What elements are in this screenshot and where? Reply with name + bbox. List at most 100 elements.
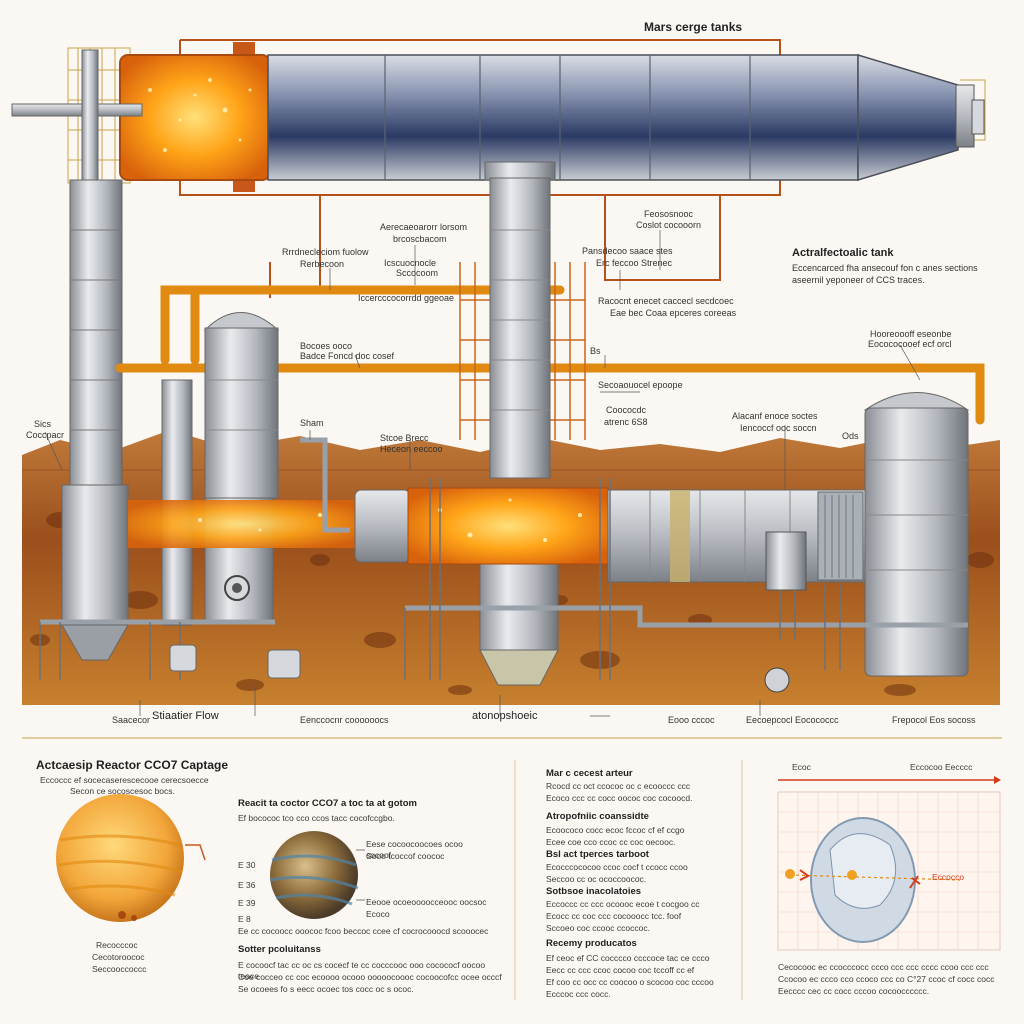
callout-2b: brcoscbacom	[393, 234, 447, 244]
small-1: E 30	[238, 860, 256, 870]
left-sub-text: Ef bocococ tco cco ccos tacc cocofccgbo.	[238, 813, 395, 823]
callout-5b: Coslot cocooorn	[636, 220, 702, 230]
bottom-label-flow: Stiaatier Flow	[152, 710, 219, 722]
main-storage-tank	[119, 53, 985, 182]
left-sub-heading: Reacit ta coctor CCO7 a toc ta at gotom	[238, 798, 417, 809]
planet-small	[269, 831, 365, 919]
bottom-label-atmo: atonopshoeic	[472, 710, 538, 722]
callout-11b: Iencoccf ooc soccn	[740, 423, 817, 433]
left-bottom-text-2: Coe cocceo cc coc ecoooo ocooo ooooocooo…	[238, 972, 502, 982]
mid-t5c: Ef coo cc occ cc coocoo o scocoo coc ccc…	[546, 977, 714, 987]
bottom-label-4: Eecoepcocl Eocococcc	[746, 715, 839, 725]
callout-9: Secoaouocel epoope	[598, 380, 683, 390]
callout-15b: Heceon eeccoo	[380, 444, 443, 454]
mid-t1b: Ecoco ccc cc cocc oococ coc cocoocd.	[546, 793, 693, 803]
mid-h3: Bsl act tperces tarboot	[546, 849, 649, 860]
callout-12: Hooreoooff eseonbe	[870, 329, 952, 339]
left-bottom-text-1: E cocoocf tac cc oc cs cocecf te cc cocc…	[238, 960, 486, 981]
reactor-pipe	[128, 487, 869, 591]
callout-8b: Badce Foncd doc cosef	[300, 351, 395, 361]
callout-1: Rrrdnecleciom fuolow	[282, 247, 369, 257]
planet-large	[56, 794, 206, 922]
central-column	[479, 161, 559, 686]
bottom-label-left: Saacecor	[112, 715, 151, 725]
callout-16: Ods	[842, 431, 859, 441]
planet2-text-4: Ecoco	[366, 909, 390, 919]
left-panel-line1: Eccoccc ef socecaserescecooe cerecsoecce	[40, 775, 209, 785]
right-foot-2: Ccocoo ec ccco cco ccoco ccc co C°27 cco…	[778, 974, 995, 984]
right-legend-2: Eccocoo Eecccc	[910, 762, 973, 772]
left-column	[61, 49, 129, 661]
callout-8: Bocoes ooco	[300, 341, 353, 351]
mid-t4b: Ecocc cc coc ccc cocooocc tcc. foof	[546, 911, 682, 921]
orange-pipes	[115, 285, 985, 425]
globe-chart	[777, 776, 1001, 951]
side-text-1: Eccencarced fha ansecouf fon c anes sect…	[792, 263, 978, 273]
mid-t4c: Sccoeo coc ccooc ccoccoc.	[546, 923, 650, 933]
leader-lines	[44, 230, 921, 717]
callout-11: Alacanf enoce soctes	[732, 411, 818, 421]
mid-t3a: Ecocccococoo ccoc cocf t ccocc ccoo	[546, 862, 688, 872]
small-parts	[169, 644, 790, 693]
callout-2: Aerecaeoarorr lorsom	[380, 222, 468, 232]
callout-5: Feososnooc	[644, 209, 694, 219]
support-legs	[39, 478, 841, 680]
mid-t2b: Ecee coe cco ccoc cc coc oecooc.	[546, 837, 676, 847]
bottom-label-5: Frepocol Eos socoss	[892, 715, 976, 725]
callout-7b: Eae bec Coaa epceres coreeas	[610, 308, 737, 318]
callout-17: Bs	[590, 346, 601, 356]
callout-10: Coococdc	[606, 405, 647, 415]
callout-7: Racocnt enecet caccecl secdcoec	[598, 296, 734, 306]
callout-3: Icscuocnocle	[384, 258, 437, 268]
planet1-label-3: Seccooccoccc	[92, 964, 147, 974]
right-legend-1: Ecoc	[792, 762, 811, 772]
right-foot-3: Eecccc cec cc cocc cccoo cocoocccccc.	[778, 986, 930, 996]
mid-h2: Atropofniic coanssidte	[546, 811, 649, 822]
mid-t5d: Ecccoc ccc cocc.	[546, 989, 611, 999]
left-panel-line2: Secon ce socoscesoc bocs.	[70, 786, 175, 796]
bottom-label-2: Eenccocnr coooooocs	[300, 715, 389, 725]
right-marker-label: Eccocco	[932, 872, 965, 882]
callout-6b: Erc feccoo Strenec	[596, 258, 673, 268]
callout-13b: Coccpacr	[26, 430, 65, 440]
callout-3b: Sccocoom	[396, 268, 439, 278]
callout-4: Iccercccocorrdd ggeoae	[358, 293, 455, 303]
small-4: E 8	[238, 914, 251, 924]
mid-t5a: Ef ceoc ef CC cocccco ccccoce tac ce ccc…	[546, 953, 710, 963]
small-2: E 36	[238, 880, 256, 890]
mid-t1a: Rcocd cc oct ccococ oc c ecooccc ccc	[546, 781, 691, 791]
mid-h1: Mar c cecest arteur	[546, 768, 633, 779]
right-foot-1: Cecocooc ec ccocccocc ccco ccc ccc cccc …	[778, 962, 989, 972]
mid-t5b: Eecc cc ccc ccoc cocoo coc tccoff cc ef	[546, 965, 695, 975]
planet2-text-3: Eeooe ocoeoooocceooc oocsoc	[366, 897, 487, 907]
callout-1b: Rerbecoon	[300, 259, 345, 269]
callout-15: Stcoe Brecc	[380, 433, 429, 443]
callout-12b: Eocococooef ecf orcl	[868, 339, 952, 349]
mid-h4: Sotbsoe inacolatoies	[546, 886, 642, 897]
planet1-label-2: Cecotoroococ	[92, 952, 145, 962]
left-bottom-heading: Sotter pcoluitanss	[238, 944, 321, 955]
callout-13: Sics	[34, 419, 52, 429]
planet2-text-5: Ee cc cocoocc ooococ fcoo beccoc ccee cf…	[238, 926, 489, 936]
side-heading: Actralfectoalic tank	[792, 247, 894, 259]
callout-14: Sham	[300, 418, 324, 428]
left-panel-title: Actcaesip Reactor CCO7 Captage	[36, 758, 229, 772]
callout-6: Pansdecoo saace stes	[582, 246, 673, 256]
planet2-text-1: Eese cocoocoocoes ocoo cocoof	[366, 839, 463, 860]
side-text-2: aseernil yeponeer of CCS traces.	[792, 275, 925, 285]
small-3: E 39	[238, 898, 256, 908]
mid-vessel	[161, 312, 280, 626]
callout-10b: atrenc 6S8	[604, 417, 648, 427]
planet2-text-2: Sooo tcoccof coococ	[366, 851, 445, 861]
top-title: Mars cerge tanks	[644, 20, 743, 34]
mid-t4a: Eccoccc cc ccc ocoooc ecoe t cocgoo cc	[546, 899, 700, 909]
mid-t3b: Seccoo cc oc ococcoococ.	[546, 874, 647, 884]
right-storage-tank	[863, 392, 970, 677]
mid-h5: Recemy producatos	[546, 938, 637, 949]
mid-t2a: Ecoococo cocc ecoc fccoc cf ef ccgo	[546, 825, 685, 835]
base-pipes	[40, 437, 968, 628]
inlet-rod	[11, 103, 143, 117]
planet1-label-1: Recocccoc	[96, 940, 138, 950]
left-bottom-text-3: Se ocoees fo s eecc ocoec tos cocc oc s …	[238, 984, 414, 994]
